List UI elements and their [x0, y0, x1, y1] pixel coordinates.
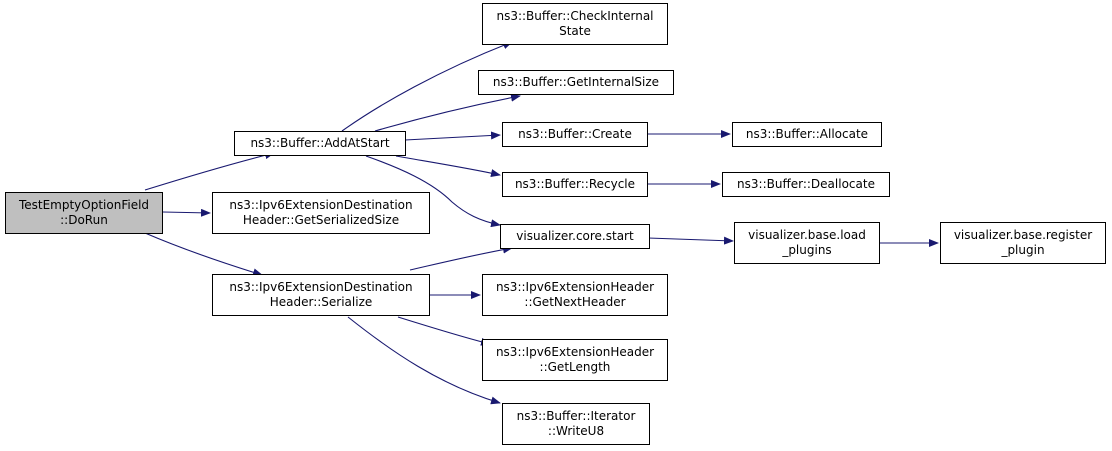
edge-dorun-serialize — [144, 232, 263, 277]
node-register-plugin[interactable]: visualizer.base.register _plugin — [940, 222, 1106, 264]
node-load-plugins[interactable]: visualizer.base.load _plugins — [734, 222, 880, 264]
node-serialize[interactable]: ns3::Ipv6ExtensionDestination Header::Se… — [212, 274, 430, 316]
node-deallocate[interactable]: ns3::Buffer::Deallocate — [722, 172, 890, 197]
node-create[interactable]: ns3::Buffer::Create — [502, 122, 648, 147]
edge-addatstart-getinternalsize — [374, 93, 521, 132]
node-get-length[interactable]: ns3::Ipv6ExtensionHeader ::GetLength — [482, 339, 668, 381]
node-do-run: TestEmptyOptionField ::DoRun — [5, 192, 163, 234]
node-allocate[interactable]: ns3::Buffer::Allocate — [732, 122, 882, 147]
node-recycle[interactable]: ns3::Buffer::Recycle — [502, 172, 648, 197]
edge-dorun-getserializedsize — [162, 208, 211, 217]
edge-corestart-loadplugins — [647, 236, 734, 245]
node-get-next-header[interactable]: ns3::Ipv6ExtensionHeader ::GetNextHeader — [482, 274, 668, 316]
node-core-start[interactable]: visualizer.core.start — [500, 224, 650, 249]
edge-serialize-corestart — [409, 245, 513, 271]
edge-addatstart-checkinternalstate — [341, 41, 513, 132]
node-get-internal-size[interactable]: ns3::Buffer::GetInternalSize — [478, 70, 674, 95]
node-get-serialized-size[interactable]: ns3::Ipv6ExtensionDestination Header::Ge… — [212, 192, 430, 234]
node-write-u8[interactable]: ns3::Buffer::Iterator ::WriteU8 — [502, 403, 650, 445]
node-add-at-start[interactable]: ns3::Buffer::AddAtStart — [234, 131, 406, 156]
edge-dorun-addatstart — [144, 151, 275, 191]
node-check-internal-state[interactable]: ns3::Buffer::CheckInternal State — [482, 3, 668, 45]
edge-addatstart-corestart — [365, 155, 501, 228]
edge-serialize-writeu8 — [347, 316, 501, 405]
edge-addatstart-recycle — [395, 155, 501, 177]
edge-serialize-getlength — [397, 316, 491, 346]
edge-addatstart-create — [404, 131, 501, 141]
